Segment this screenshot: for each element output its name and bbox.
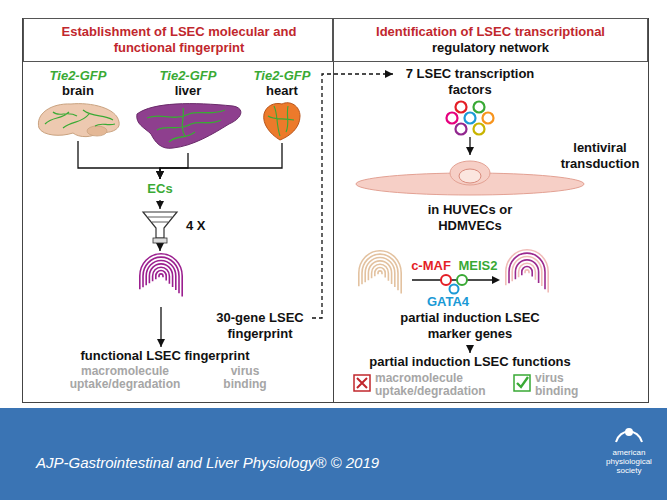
arrow-connector xyxy=(78,141,160,179)
fingerprint-node: 30-gene LSEC fingerprint xyxy=(120,252,310,344)
cell-node: ECs xyxy=(143,180,177,199)
induction-node: c-MAFMEIS2GATA4partial induction LSEC ma… xyxy=(350,244,590,344)
factor-name: MEIS2 xyxy=(454,258,502,274)
panel-outline xyxy=(23,19,649,403)
funnel-drawing xyxy=(140,210,180,244)
organ-name: heart xyxy=(250,83,314,99)
organ-node: Tie2-GFPheart xyxy=(250,68,314,142)
arrow-connector xyxy=(159,245,160,251)
arrow-connector xyxy=(469,137,470,155)
society-logo xyxy=(612,422,646,446)
header-box: Identification of LSEC transcriptionalre… xyxy=(333,18,648,62)
factor-circles xyxy=(435,100,505,136)
function-item: virus binding xyxy=(210,365,280,391)
funnel-node: 4 X xyxy=(140,210,220,244)
method-label: lentiviral transduction xyxy=(555,140,645,172)
mouse-line: Tie2-GFP xyxy=(130,68,246,84)
function-item: macromolecule uptake/degradation xyxy=(375,372,507,398)
brain-drawing xyxy=(33,100,123,140)
arrow-connector xyxy=(160,143,282,179)
journal-name: AJP-Gastrointestinal and Liver Physiolog… xyxy=(36,454,466,472)
fingerprint-drawing xyxy=(502,246,552,304)
arrow-connector xyxy=(160,153,188,179)
arrow-connector xyxy=(160,307,161,347)
repeat-count: 4 X xyxy=(186,218,220,234)
mouse-line: Tie2-GFP xyxy=(250,68,314,84)
function-title: functional LSEC fingerprint xyxy=(30,348,300,364)
induction-label: partial induction LSEC marker genes xyxy=(395,310,545,342)
fingerprint-label: 30-gene LSEC fingerprint xyxy=(210,310,310,342)
factor-node: 7 LSEC transcription factors xyxy=(395,66,545,136)
organ-node: Tie2-GFPliver xyxy=(130,68,246,152)
cell-drawing xyxy=(355,156,585,196)
header-title: regulatory network xyxy=(334,40,647,56)
journal-band: AJP-Gastrointestinal and Liver Physiolog… xyxy=(0,408,667,500)
check-box xyxy=(513,374,531,392)
header-box: Establishment of LSEC molecular and func… xyxy=(23,18,333,62)
cross-box xyxy=(353,374,371,392)
function-item: macromolecule uptake/degradation xyxy=(60,365,190,391)
society-name: american physiological society xyxy=(598,448,660,475)
organ-node: Tie2-GFPbrain xyxy=(28,68,128,142)
liver-drawing xyxy=(133,100,243,152)
dashed-connector xyxy=(312,74,393,318)
arrow-connector xyxy=(469,345,470,353)
header-title: Establishment of LSEC molecular and func… xyxy=(59,24,299,56)
organ-name: liver xyxy=(130,83,246,99)
function-title: partial induction LSEC functions xyxy=(345,354,595,370)
function-node: functional LSEC fingerprintmacromolecule… xyxy=(30,348,300,398)
cell-label: ECs xyxy=(143,181,177,197)
panel-divider xyxy=(333,62,334,402)
transduction-node: lentiviral transductionin HUVECs or HDMV… xyxy=(355,144,645,240)
factor-label: 7 LSEC transcription factors xyxy=(395,66,545,98)
function-item: virus binding xyxy=(535,372,593,398)
function-node: partial induction LSEC functions macromol… xyxy=(345,354,595,400)
cell-type-label: in HUVECs or HDMVECs xyxy=(425,202,515,234)
header-title: Identification of LSEC transcriptional xyxy=(334,24,647,40)
heart-drawing xyxy=(260,100,304,142)
factor-name: c-MAF xyxy=(408,258,454,274)
arrow-connector xyxy=(159,200,160,209)
factor-name: GATA4 xyxy=(420,294,476,310)
fingerprint-drawing xyxy=(355,248,405,304)
organ-name: brain xyxy=(28,83,128,99)
fingerprint-drawing xyxy=(138,252,184,306)
mouse-line: Tie2-GFP xyxy=(28,68,128,84)
